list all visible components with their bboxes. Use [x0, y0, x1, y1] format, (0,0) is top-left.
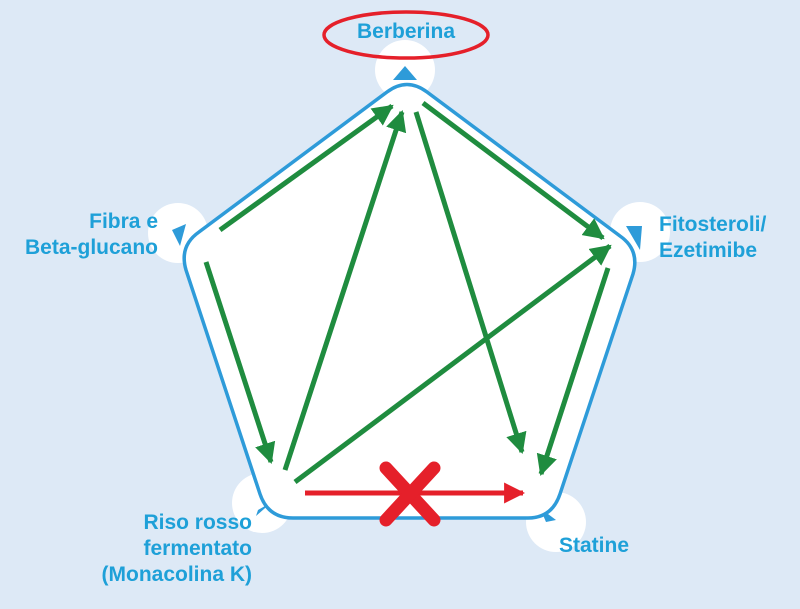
corner-tab-top [393, 66, 417, 80]
arrow-riso-to-fitosteroli [293, 243, 612, 485]
node-label-fibra-beta-glucano: Fibra e Beta-glucano [24, 210, 158, 259]
arrow-riso-to-berberina [282, 110, 407, 471]
arrow-berberina-to-fitosteroli [421, 101, 605, 240]
node-label-berberina: Berberina [356, 20, 456, 43]
node-label-statine: Statine [559, 534, 630, 557]
arrow-fitosteroli-to-statine [536, 267, 611, 476]
arrow-fibra-to-riso [203, 261, 276, 464]
corner-tab-left [172, 224, 186, 246]
pentagon-shape [182, 82, 637, 520]
cross-mark-icon [379, 461, 441, 527]
corner-tab-right [626, 226, 642, 250]
highlight-ring [322, 10, 490, 60]
node-label-riso-rosso-fermentato: Riso rosso fermentato (Monacolina K) [101, 511, 253, 586]
node-label-fitosteroli-ezetimibe: Fitosteroli/ Ezetimibe [659, 213, 767, 262]
arrow-berberina-to-statine [413, 111, 527, 455]
arrow-fibra-to-berberina [218, 103, 394, 233]
